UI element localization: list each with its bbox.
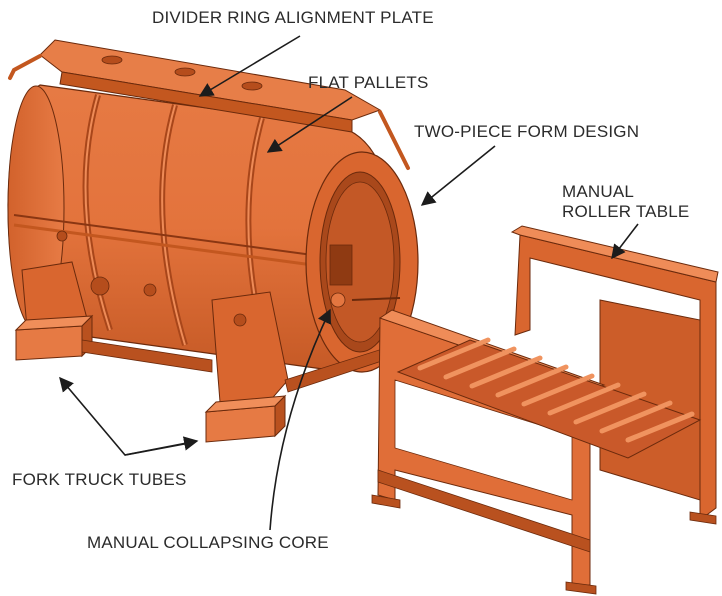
arrow-fork-tubes-right [124, 436, 199, 456]
front-right-leg [211, 291, 289, 411]
rollers [417, 337, 695, 443]
table-back-frame [514, 234, 717, 521]
form-assembly [7, 39, 419, 443]
leader-lines [59, 35, 639, 531]
label-manual-roller-table-line2: ROLLER TABLE [562, 202, 690, 221]
label-manual-roller-table-line1: MANUAL [562, 182, 635, 201]
arrow-two-piece-form [420, 145, 496, 206]
label-flat-pallets: FLAT PALLETS [308, 73, 429, 92]
label-fork-truck-tubes: FORK TRUCK TUBES [12, 470, 187, 489]
label-manual-roller-table: MANUAL ROLLER TABLE [562, 182, 689, 222]
label-manual-collapsing-core: MANUAL COLLAPSING CORE [87, 533, 329, 552]
arrow-collapsing-core [269, 308, 331, 531]
arrow-fork-tubes [59, 376, 196, 456]
label-two-piece-form-design: TWO-PIECE FORM DESIGN [414, 122, 640, 141]
roller-bed [396, 339, 702, 459]
roller-table [371, 225, 719, 595]
arrow-divider-ring [198, 35, 301, 97]
fork-tube-left [15, 325, 83, 361]
arrow-flat-pallets [266, 96, 353, 153]
label-divider-ring-alignment-plate: DIVIDER RING ALIGNMENT PLATE [152, 8, 434, 27]
arrow-roller-table [611, 223, 639, 260]
